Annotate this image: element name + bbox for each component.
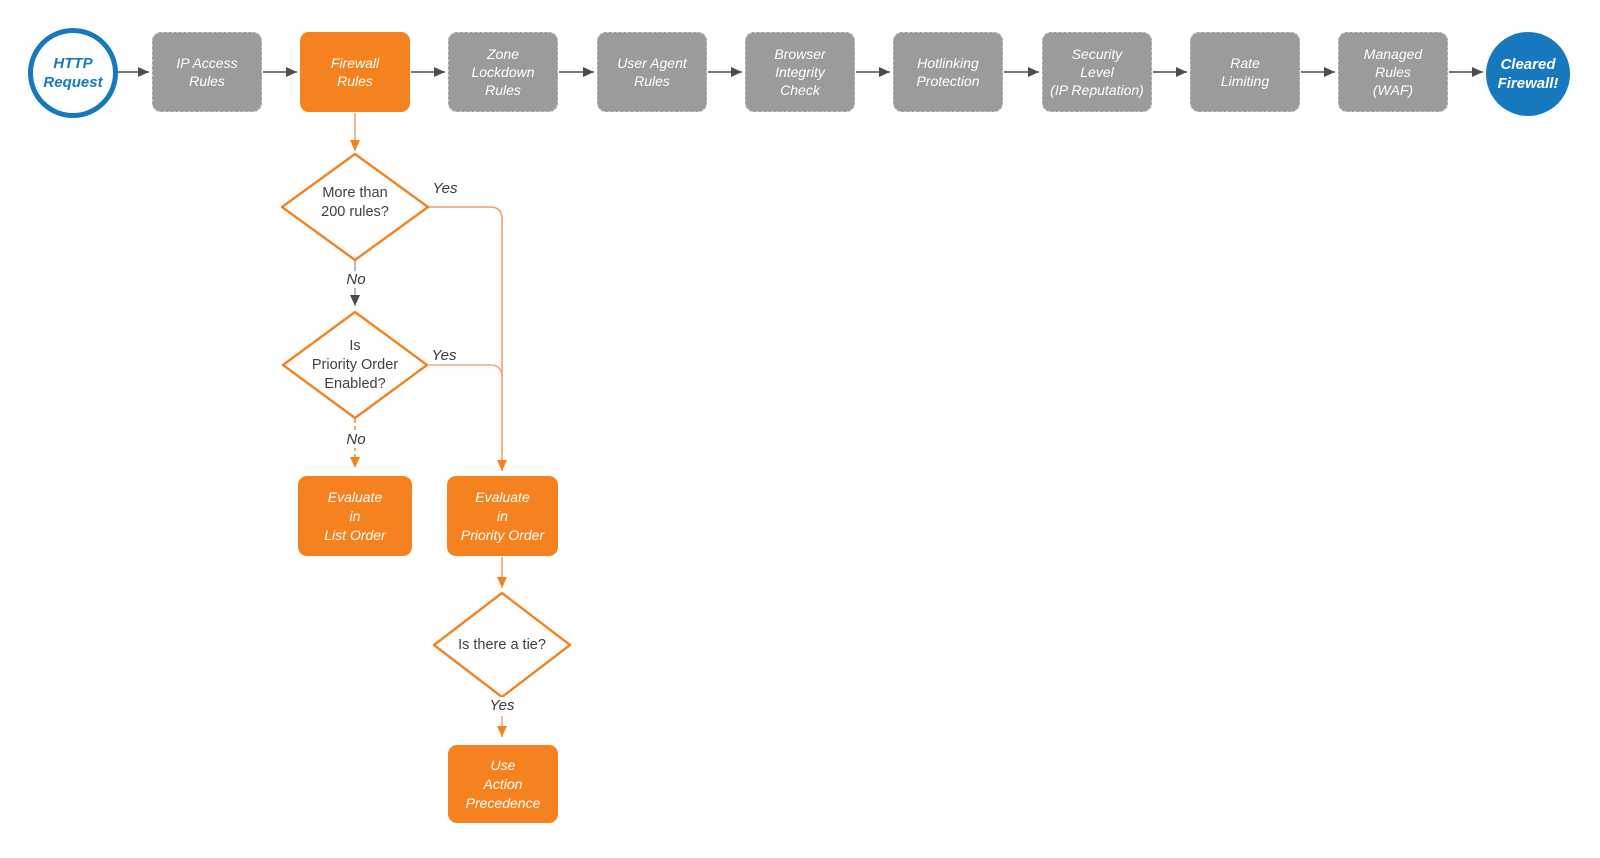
edge-label-no-rules-count: No [343,271,369,288]
pipeline-box-managed-rules: Managed Rules (WAF) [1338,32,1448,112]
edge-label-no-priority-enabled: No [343,431,369,448]
decision-text-rules-count: More than 200 rules? [321,185,389,220]
edge-yes-decision2-join [427,364,503,378]
outcome-box-list-order: Evaluate in List Order [298,476,412,556]
edge-label-yes-priority-enabled: Yes [428,347,460,364]
pipeline-box-user-agent-rules: User Agent Rules [597,32,707,112]
decision-text-tie: Is there a tie? [458,636,546,653]
end-node-cleared-firewall: Cleared Firewall! [1486,32,1570,116]
pipeline-box-firewall-rules: Firewall Rules [300,32,410,112]
start-node-http-request: HTTP Request [28,28,118,118]
pipeline-box-ip-access-rules: IP Access Rules [152,32,262,112]
pipeline-box-security-level: Security Level (IP Reputation) [1042,32,1152,112]
pipeline-box-rate-limiting: Rate Limiting [1190,32,1300,112]
pipeline-box-browser-integrity: Browser Integrity Check [745,32,855,112]
pipeline-box-zone-lockdown: Zone Lockdown Rules [448,32,558,112]
edge-label-yes-rules-count: Yes [429,180,461,197]
decision-text-priority-enabled: Is Priority Order Enabled? [311,337,399,392]
edge-label-yes-tie: Yes [486,697,518,714]
pipeline-box-hotlinking: Hotlinking Protection [893,32,1003,112]
edge-yes-decision1-to-priority-box [428,206,507,471]
outcome-box-priority-order: Evaluate in Priority Order [447,476,558,556]
outcome-box-action-precedence: Use Action Precedence [448,745,558,823]
